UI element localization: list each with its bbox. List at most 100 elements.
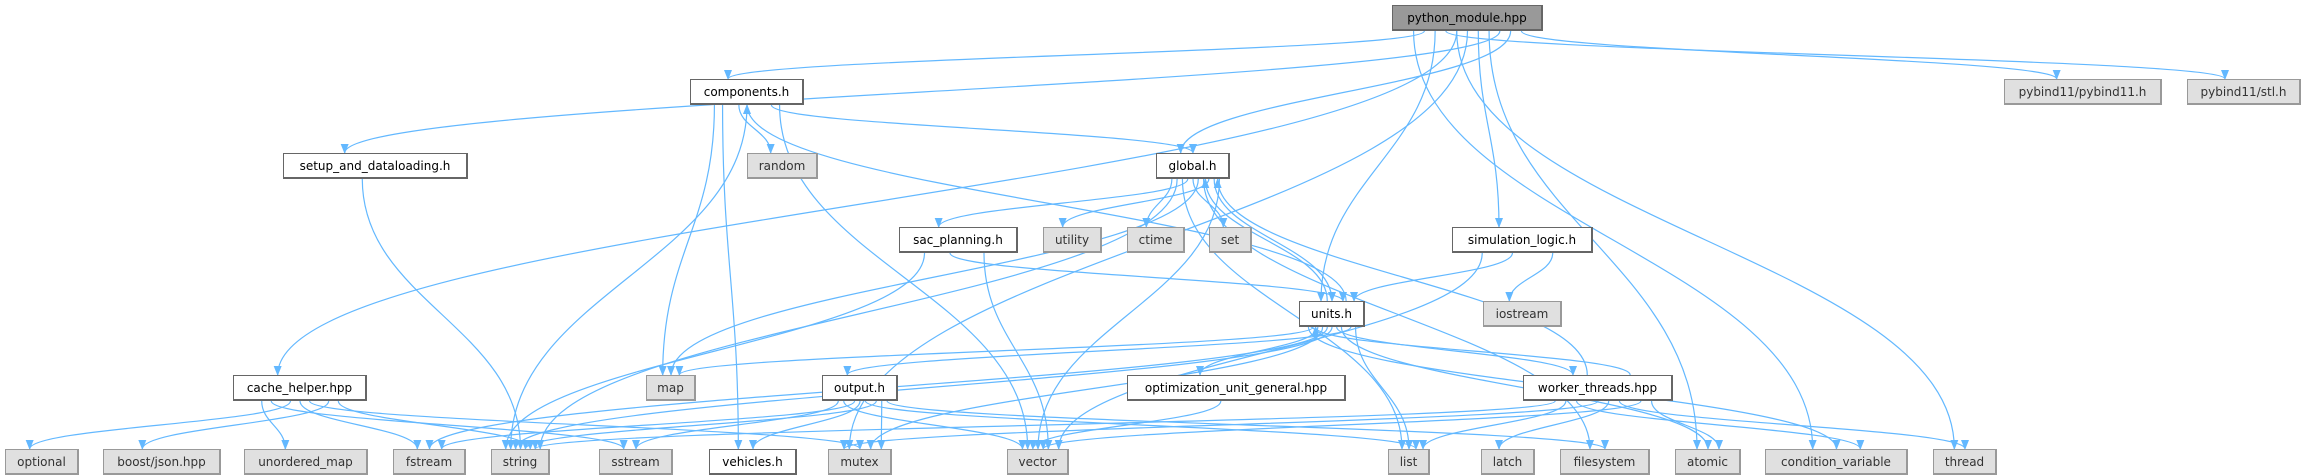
- node-label: pybind11/pybind11.h: [2018, 84, 2147, 99]
- node-label: map: [657, 380, 684, 395]
- node-fstream[interactable]: fstream: [393, 449, 466, 475]
- edge-sac-to-vector: [983, 252, 1053, 450]
- node-latch[interactable]: latch: [1481, 449, 1535, 475]
- node-label: filesystem: [1573, 454, 1636, 469]
- edge-output-to-sstream: [632, 400, 839, 450]
- edge-cache-to-fstream: [299, 400, 422, 450]
- node-filesystem[interactable]: filesystem: [1560, 449, 1650, 475]
- edge-simulation-to-units: [1350, 252, 1514, 302]
- node-label: optimization_unit_general.hpp: [1144, 380, 1328, 395]
- node-vector[interactable]: vector: [1007, 449, 1069, 475]
- node-unordered-map[interactable]: unordered_map: [244, 449, 368, 475]
- edge-global-to-units: [1213, 178, 1336, 302]
- edge-units-to-worker: [1336, 326, 1577, 376]
- edge-python_module-to-simulation: [1477, 30, 1503, 228]
- node-list[interactable]: list: [1388, 449, 1430, 475]
- node-output[interactable]: output.h: [822, 375, 898, 401]
- node-thread[interactable]: thread: [1933, 449, 1997, 475]
- node-simulation[interactable]: simulation_logic.h: [1452, 227, 1593, 253]
- edge-worker-to-condition_variable: [1575, 400, 1865, 450]
- node-label: cache_helper.hpp: [246, 380, 353, 395]
- node-boostjson[interactable]: boost/json.hpp: [103, 449, 221, 475]
- edge-output-to-list: [864, 400, 1420, 450]
- node-label: setup_and_dataloading.h: [299, 158, 451, 173]
- node-sstream[interactable]: sstream: [599, 449, 673, 475]
- node-vehicles[interactable]: vehicles.h: [709, 449, 797, 475]
- edge-worker-to-thread: [1618, 400, 1969, 450]
- node-stl[interactable]: pybind11/stl.h: [2187, 79, 2301, 105]
- node-python-module[interactable]: python_module.hpp: [1392, 5, 1543, 31]
- node-label: vehicles.h: [722, 454, 783, 469]
- node-label: units.h: [1311, 306, 1352, 321]
- node-global[interactable]: global.h: [1156, 153, 1230, 179]
- node-pybind11[interactable]: pybind11/pybind11.h: [2004, 79, 2162, 105]
- edge-python_module-to-pybind11: [1520, 30, 2061, 80]
- edge-output-to-string: [521, 400, 877, 450]
- edge-global-to-set: [1192, 178, 1228, 228]
- edge-units-to-output: [843, 326, 1352, 376]
- edge-components-to-map: [658, 104, 716, 376]
- edge-cache-to-mutex: [308, 400, 864, 450]
- node-label: list: [1399, 454, 1418, 469]
- node-optional[interactable]: optional: [5, 449, 79, 475]
- node-string[interactable]: string: [491, 449, 550, 475]
- node-label: latch: [1492, 454, 1523, 469]
- edge-worker-to-global: [1213, 178, 1588, 376]
- edge-setup-to-string: [361, 178, 525, 450]
- edge-python_module-to-atomic: [1488, 30, 1701, 450]
- node-label: boost/json.hpp: [117, 454, 206, 469]
- node-set[interactable]: set: [1209, 227, 1252, 253]
- edge-worker-to-list: [1419, 400, 1567, 450]
- edge-cache-to-optional: [25, 400, 292, 450]
- node-label: condition_variable: [1781, 454, 1891, 469]
- edge-units-to-mutex: [866, 326, 1324, 450]
- node-sac[interactable]: sac_planning.h: [899, 227, 1018, 253]
- node-mutex[interactable]: mutex: [828, 449, 892, 475]
- edge-output-to-filesystem: [886, 400, 1609, 450]
- node-iostream[interactable]: iostream: [1483, 301, 1562, 327]
- node-label: fstream: [405, 454, 453, 469]
- node-components[interactable]: components.h: [690, 79, 804, 105]
- edge-worker-to-string: [531, 400, 1556, 450]
- edge-sac-to-units: [949, 252, 1347, 302]
- node-label: output.h: [834, 380, 885, 395]
- node-units[interactable]: units.h: [1299, 301, 1365, 327]
- node-label: mutex: [840, 454, 879, 469]
- edge-python_module-to-cache: [273, 30, 1458, 376]
- edge-worker-to-atomic: [1650, 400, 1723, 450]
- edge-global-to-vector: [1034, 178, 1221, 450]
- node-label: pybind11/stl.h: [2200, 84, 2287, 99]
- edge-components-to-global: [770, 104, 1197, 154]
- node-worker[interactable]: worker_threads.hpp: [1523, 375, 1673, 401]
- edge-units-to-components: [743, 104, 1347, 302]
- node-setup[interactable]: setup_and_dataloading.h: [283, 153, 468, 179]
- node-label: simulation_logic.h: [1467, 232, 1577, 247]
- edge-output-to-vehicles: [749, 400, 861, 450]
- node-random[interactable]: random: [747, 153, 818, 179]
- node-label: set: [1220, 232, 1240, 247]
- edge-python_module-to-units: [1317, 30, 1436, 302]
- node-label: ctime: [1138, 232, 1173, 247]
- node-optim[interactable]: optimization_unit_general.hpp: [1127, 375, 1346, 401]
- edge-global-to-map: [667, 178, 1199, 376]
- node-condition-variable[interactable]: condition_variable: [1765, 449, 1908, 475]
- node-label: optional: [17, 454, 66, 469]
- node-cache[interactable]: cache_helper.hpp: [233, 375, 367, 401]
- edge-cache-to-sstream: [270, 400, 628, 450]
- edge-worker-to-mutex: [840, 400, 1599, 450]
- node-map[interactable]: map: [646, 375, 696, 401]
- node-atomic[interactable]: atomic: [1675, 449, 1741, 475]
- node-label: python_module.hpp: [1407, 10, 1527, 25]
- edge-units-to-string: [511, 326, 1333, 450]
- edge-output-to-vector: [843, 400, 1027, 450]
- node-label: thread: [1944, 454, 1985, 469]
- edge-python_module-to-stl: [1445, 30, 2229, 80]
- edge-worker-to-latch: [1495, 400, 1610, 450]
- edge-units-to-map: [675, 326, 1314, 376]
- edge-global-to-filesystem: [1202, 178, 1594, 450]
- node-label: worker_threads.hpp: [1537, 380, 1658, 395]
- node-ctime[interactable]: ctime: [1127, 227, 1185, 253]
- node-label: random: [758, 158, 806, 173]
- node-utility[interactable]: utility: [1043, 227, 1102, 253]
